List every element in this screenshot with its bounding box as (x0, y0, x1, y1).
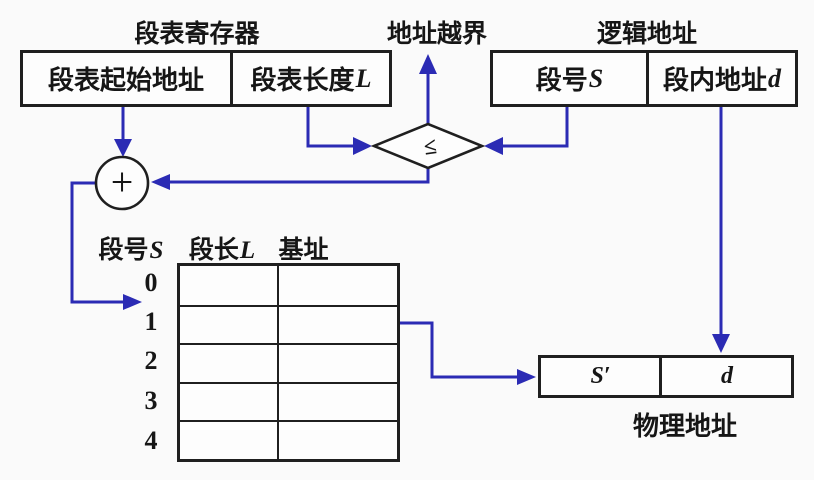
table-cell (180, 343, 277, 382)
table-cell (180, 381, 277, 421)
segment-table-start-text: 段表起始地址 (47, 66, 204, 95)
row-label-1: 1 (144, 307, 158, 336)
logical-address-title: 逻辑地址 (596, 21, 698, 48)
table-header-segno-var: S (149, 237, 164, 264)
adder-circle (94, 155, 150, 211)
row-label-2: 2 (144, 346, 158, 375)
wire-adder-to-table (70, 181, 124, 304)
table-cell (277, 266, 397, 305)
table-cell (277, 304, 397, 344)
table-cell (277, 381, 397, 421)
table-header-seglen-var: L (239, 237, 256, 264)
physical-segment-cell: S′ (541, 358, 659, 395)
table-header-seglen-text: 段长 (188, 237, 239, 264)
arrowhead-offset-to-physical (712, 334, 730, 353)
segment-offset-var: d (768, 63, 781, 93)
table-cell (277, 420, 397, 459)
table-header-base-text: 基址 (278, 237, 329, 264)
arrowhead-segno-to-comparator (484, 137, 503, 155)
segment-number-text: 段号 (535, 66, 588, 95)
table-cell (180, 420, 277, 459)
arrowhead-adder-to-table (123, 294, 142, 310)
arrowhead-length-to-comparator (353, 137, 372, 155)
table-header-base-var (329, 237, 330, 264)
physical-segment-label: S′ (590, 363, 611, 389)
segment-table-start-cell: 段表起始地址 (23, 53, 230, 104)
row-label-3: 3 (144, 386, 158, 415)
segment-table-length-var: L (355, 63, 372, 93)
physical-address-title: 物理地址 (632, 412, 738, 441)
segment-table-register-title: 段表寄存器 (134, 21, 260, 48)
out-of-bounds-label: 地址越界 (386, 21, 488, 48)
row-label-0: 0 (144, 268, 158, 297)
arrowhead-start-to-adder (114, 139, 132, 157)
adder-symbol: + (110, 159, 134, 205)
table-header-segno: 段号S (99, 230, 164, 266)
comparator-diamond (370, 122, 486, 170)
wire-comparator-to-adder (169, 168, 430, 184)
segment-offset-text: 段内地址 (662, 66, 767, 95)
segment-table-length-text: 段表长度 (250, 66, 355, 95)
table-header-base: 基址 (278, 230, 329, 266)
arrowhead-table-to-physical (517, 369, 536, 385)
arrowhead-outofbounds (419, 54, 437, 74)
row-label-4: 4 (144, 426, 158, 455)
segment-table (177, 263, 400, 462)
table-cell (277, 343, 397, 382)
arrowhead-comparator-to-adder (151, 174, 170, 190)
table-cell (180, 266, 277, 305)
wire-segno-to-comparator (501, 106, 569, 148)
physical-offset-label: d (721, 363, 733, 389)
table-cell (180, 304, 277, 344)
segment-number-var: S (588, 63, 604, 93)
physical-offset-cell: d (659, 358, 791, 395)
table-header-seglen: 段长L (189, 230, 255, 266)
wire-table-to-physical (400, 321, 518, 379)
wire-length-to-comparator (306, 106, 354, 148)
physical-address-box: S′ d (538, 355, 794, 398)
table-header-segno-text: 段号 (98, 237, 149, 264)
